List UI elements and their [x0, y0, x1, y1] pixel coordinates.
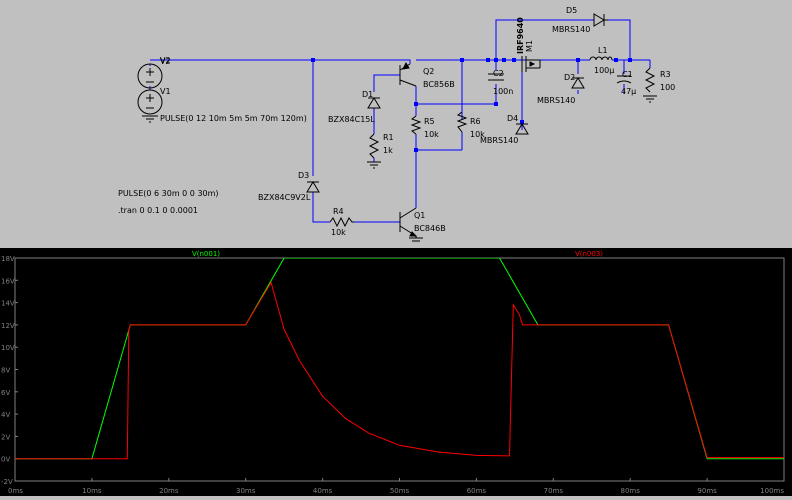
x-axis: 0ms 10ms 20ms 30ms 40ms 50ms 60ms 70ms 80ms 90ms 1…: [8, 478, 785, 495]
y-tick-label: 14V: [1, 300, 15, 308]
d2-label: D2: [564, 73, 575, 82]
r4-label: R4: [333, 207, 344, 216]
v1-pulse-directive[interactable]: PULSE(0 12 10m 5m 5m 70m 120m): [160, 114, 307, 123]
x-tick-label: 30ms: [236, 487, 256, 495]
series-layer: [15, 258, 784, 460]
m1-model: IRF9640: [516, 17, 525, 54]
q1-label: Q1: [414, 211, 425, 220]
schematic-editor[interactable]: V2 V1 PULSE(0 12 10m 5m 5m 70m 120m) D3 …: [0, 0, 792, 248]
c2-value: 100n: [493, 87, 513, 96]
y-tick-label: 6V: [1, 389, 10, 397]
source-label-v2: V2: [160, 57, 171, 66]
v2-pulse-directive[interactable]: PULSE(0 6 30m 0 0 30m): [118, 189, 219, 198]
zener-d3[interactable]: [306, 181, 320, 193]
voltage-source-v2[interactable]: [137, 63, 163, 89]
junctions: [311, 58, 632, 152]
m1-label: M1: [525, 40, 534, 52]
x-tick-label: 20ms: [159, 487, 179, 495]
series-line-vn001[interactable]: [15, 258, 784, 460]
ground-output: [643, 95, 657, 103]
d4-label: D4: [507, 114, 518, 123]
r3-value: 100: [660, 83, 675, 92]
d5-label: D5: [566, 6, 577, 15]
series-line-vn003[interactable]: [15, 281, 784, 460]
d4-model: MBRS140: [480, 136, 518, 145]
x-tick-label: 50ms: [390, 487, 410, 495]
legend-entry[interactable]: V(n003): [575, 250, 603, 258]
resistor-r3[interactable]: [644, 67, 656, 93]
d2-model: MBRS140: [537, 96, 575, 105]
x-tick-label: 80ms: [621, 487, 641, 495]
tran-directive[interactable]: .tran 0 0.1 0 0.0001: [118, 206, 198, 215]
r6-value: 10k: [470, 130, 485, 139]
plot-frame: [14, 257, 785, 482]
c2-label: C2: [493, 69, 504, 78]
resistor-r1[interactable]: [368, 133, 380, 159]
y-tick-label: 12V: [1, 322, 15, 330]
x-tick-label: 40ms: [313, 487, 333, 495]
x-tick-label: 0ms: [8, 487, 23, 495]
r5-value: 10k: [424, 130, 439, 139]
r1-value: 1k: [383, 146, 393, 155]
d3-model: BZX84C9V2L: [258, 193, 311, 202]
schematic-canvas[interactable]: V2 V1 PULSE(0 12 10m 5m 5m 70m 120m) D3 …: [0, 0, 792, 248]
diode-d5[interactable]: [593, 13, 608, 27]
zener-d1[interactable]: [367, 97, 381, 109]
diode-d4[interactable]: [515, 123, 529, 135]
mosfet-m1[interactable]: [521, 56, 541, 72]
l1-value: 100µ: [594, 66, 614, 75]
y-tick-label: 10V: [1, 344, 15, 352]
q2-label: Q2: [423, 67, 434, 76]
y-axis: 18V 16V 14V 12V 10V 8V 6V 4V 2V 0V -2V: [1, 255, 18, 486]
source-label-v1: V1: [160, 87, 171, 96]
c1-label: C1: [622, 70, 633, 79]
c1-value: 47µ: [621, 87, 636, 96]
y-tick-label: 0V: [1, 456, 10, 464]
r3-label: R3: [660, 70, 671, 79]
x-tick-label: 90ms: [697, 487, 717, 495]
r4-value: 10k: [331, 228, 346, 237]
d1-model: BZX84C15L: [328, 115, 375, 124]
waveform-chart[interactable]: 18V 16V 14V 12V 10V 8V 6V 4V 2V 0V -2V 0ms 10ms 20ms…: [0, 248, 792, 496]
voltage-source-v1[interactable]: [137, 89, 163, 115]
r1-label: R1: [383, 133, 394, 142]
r5-label: R5: [424, 117, 435, 126]
x-tick-label: 100ms: [760, 487, 784, 495]
capacitor-c1[interactable]: [616, 75, 632, 84]
diode-d2[interactable]: [571, 77, 585, 89]
legend-entry[interactable]: V(n001): [192, 250, 220, 258]
resistor-r5[interactable]: [410, 115, 422, 135]
r6-label: R6: [470, 117, 481, 126]
d3-label: D3: [298, 171, 309, 180]
y-tick-label: 4V: [1, 411, 10, 419]
ground-r1: [367, 161, 381, 169]
d5-model: MBRS140: [552, 25, 590, 34]
y-tick-label: 16V: [1, 277, 15, 285]
x-tick-label: 60ms: [467, 487, 487, 495]
legend: V(n001) V(n003): [192, 250, 603, 258]
d1-label: D1: [362, 90, 373, 99]
transistor-q2[interactable]: [399, 61, 417, 87]
resistor-r4[interactable]: [329, 216, 354, 228]
y-tick-label: 18V: [1, 255, 15, 263]
l1-label: L1: [598, 46, 608, 55]
y-tick-label: -2V: [1, 478, 13, 486]
inductor-l1[interactable]: [589, 56, 613, 61]
x-tick-label: 70ms: [544, 487, 564, 495]
net-label-v2: V2: [160, 56, 171, 65]
capacitor-c2[interactable]: [488, 73, 504, 81]
ground-symbol: [142, 115, 158, 123]
y-tick-label: 2V: [1, 433, 10, 441]
y-tick-label: 8V: [1, 367, 10, 375]
x-tick-label: 10ms: [82, 487, 102, 495]
waveform-viewer[interactable]: 18V 16V 14V 12V 10V 8V 6V 4V 2V 0V -2V 0ms 10ms 20ms…: [0, 248, 792, 496]
q1-model: BC846B: [414, 224, 446, 233]
transistor-q1[interactable]: [399, 207, 423, 242]
resistor-r6[interactable]: [456, 111, 468, 133]
q2-model: BC856B: [423, 80, 455, 89]
